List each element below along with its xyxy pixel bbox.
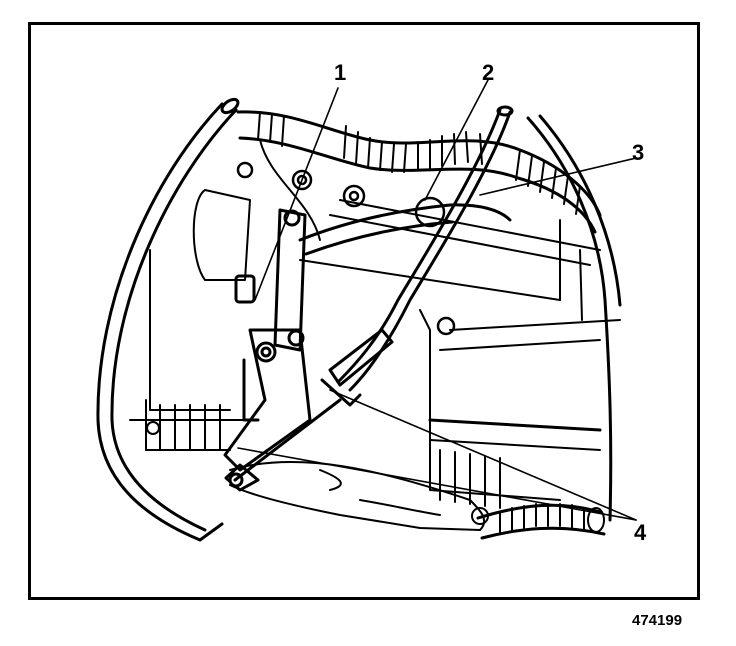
left-tube — [96, 97, 240, 542]
callout-2: 2 — [482, 60, 495, 85]
lower-hose — [471, 503, 606, 540]
callout-4: 4 — [634, 520, 647, 545]
actuator-lever — [223, 208, 312, 492]
leader-lines — [237, 79, 637, 521]
control-cable — [320, 105, 514, 407]
callout-3: 3 — [632, 140, 645, 165]
callout-1: 1 — [334, 60, 347, 85]
linkage-rod — [233, 203, 512, 482]
corrugated-hose — [236, 110, 602, 234]
figure-number: 474199 — [632, 612, 683, 629]
hvac-housing — [129, 139, 621, 531]
fasteners — [236, 161, 456, 336]
